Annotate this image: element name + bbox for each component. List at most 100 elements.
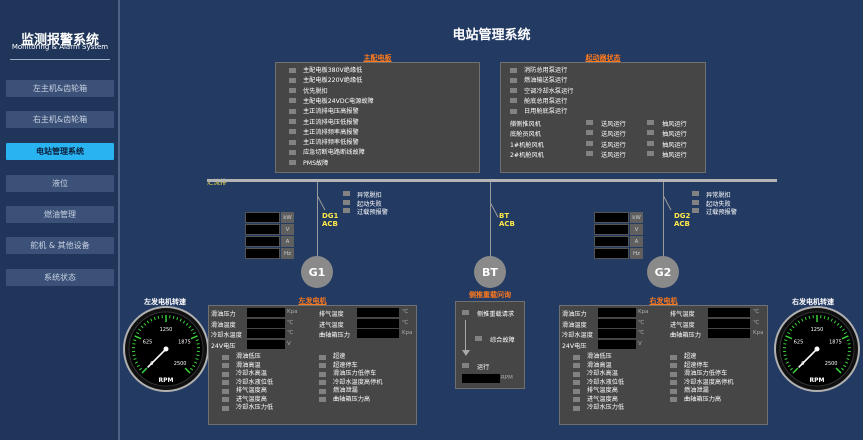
nav-item-left-engine[interactable]: 左主机&齿轮箱 — [6, 80, 114, 97]
gauge-tick — [153, 316, 156, 321]
main-board-alarm: PMS故障 — [289, 158, 328, 167]
status-indicator — [289, 98, 296, 104]
gen-alarm-label: 冷却水高温 — [236, 370, 267, 377]
gauge-tick — [835, 367, 842, 374]
dg2-breaker[interactable] — [663, 195, 672, 211]
gauge-tick — [133, 358, 137, 360]
analog-value-display — [708, 318, 750, 328]
gauge-tick — [784, 358, 788, 360]
bt-line — [490, 182, 491, 256]
gen-alarm: 冷却水压力低 — [222, 404, 273, 413]
analog-unit: Kpa — [287, 309, 298, 315]
nav-item-liquid-level[interactable]: 液位 — [6, 175, 114, 192]
gen-alarm: 滑油低压 — [573, 353, 624, 362]
gauge-tick — [146, 320, 150, 324]
gen-alarm-label: 冷却水压力低 — [236, 404, 274, 411]
main-board-alarm-label: 应急切断电路断线故障 — [303, 149, 365, 157]
starter-item: 舱底总用泵运行 — [510, 96, 567, 105]
starter-item: 日用舱底泵运行 — [510, 106, 567, 115]
gauge-tick — [190, 367, 194, 371]
g2-symbol[interactable]: G2 — [647, 256, 679, 288]
bow-panel: 侧推重载请求 综合故障 运行 RPM — [455, 301, 525, 389]
bt-breaker[interactable] — [490, 202, 499, 218]
starter-item-label: 舱底总用泵运行 — [524, 97, 568, 105]
gen-alarm-label: 超速 — [333, 353, 346, 360]
status-indicator — [573, 371, 580, 377]
nav-item-steering[interactable]: 舵机 & 其他设备 — [6, 237, 114, 254]
gauge-tick — [136, 331, 140, 335]
analog-value-display — [598, 308, 636, 317]
status-indicator — [647, 150, 654, 156]
nav-item-right-engine[interactable]: 右主机&齿轮箱 — [6, 111, 114, 128]
analog-unit: ℃ — [753, 319, 760, 326]
fan-exhaust-label: 抽风运行 — [662, 141, 687, 149]
gen-alarm: 冷却水液位低 — [573, 379, 624, 388]
gen-alarm: 滑油压力低停车 — [319, 370, 383, 379]
gauge-tick — [172, 315, 175, 319]
bow-fault: 综合故障 — [490, 337, 515, 344]
analog-value-display — [247, 318, 285, 328]
dg1-breaker[interactable] — [317, 195, 326, 211]
main-board-title: 主配电板 — [363, 54, 392, 62]
gauge-tick — [150, 318, 153, 322]
gauge-tick-label: 625 — [143, 339, 153, 345]
status-indicator — [647, 120, 654, 125]
gen-alarm: 排气温度高 — [573, 387, 624, 396]
nav-item-power-station[interactable]: 电站管理系统 — [6, 143, 114, 160]
nav-item-system-status[interactable]: 系统状态 — [6, 269, 114, 286]
sidebar: 监测报警系统 Monitoring & Alarm System 左主机&齿轮箱… — [0, 0, 120, 440]
gauge-tick — [157, 315, 160, 319]
gen-alarm: 曲轴箱压力高 — [319, 396, 383, 405]
gauge-tick — [141, 367, 148, 374]
analog-unit: V — [638, 340, 642, 347]
fan-supply-label: 送风运行 — [601, 141, 626, 149]
breaker-alarm-label: 过载预报警 — [357, 209, 388, 216]
analog-label: 24V电压 — [562, 342, 587, 350]
status-indicator — [647, 130, 654, 136]
gen-alarm: 进气温度高 — [573, 396, 624, 405]
status-indicator — [586, 120, 593, 125]
nav-item-fuel[interactable]: 燃油管理 — [6, 206, 114, 223]
gauge-tick — [193, 361, 198, 364]
gen-alarm-label: 超速停车 — [333, 361, 358, 369]
status-indicator — [319, 363, 326, 369]
status-indicator — [670, 388, 677, 394]
main-board-alarm: 应急切断电路断线故障 — [289, 147, 365, 156]
main-board-alarm: 主正流排频率低报警 — [289, 137, 359, 146]
gauge-tick — [789, 328, 793, 332]
gauge-tick — [830, 318, 833, 322]
gen-alarm: 超速停车 — [670, 362, 734, 371]
starter-item-label: 消防总用泵运行 — [524, 67, 568, 74]
analog-label: 曲轴箱压力 — [319, 332, 350, 339]
analog-label: 滑油压力 — [211, 311, 236, 318]
starter-item: 燃油输送泵运行 — [510, 75, 567, 84]
meter-unit: V — [281, 224, 294, 235]
analog-value-display — [357, 329, 399, 338]
right-rpm-gauge: 0625125018752500RPM — [774, 306, 860, 392]
gauge-needle — [147, 348, 167, 368]
gauge-tick — [143, 322, 147, 326]
status-indicator — [670, 380, 677, 386]
gauge-tick — [196, 354, 200, 357]
gen-alarm-label: 冷却水温度高停机 — [684, 378, 734, 386]
analog-value-display — [598, 329, 636, 338]
main-board-alarm: 主配电板24VDC电源故障 — [289, 96, 374, 105]
gen-alarm: 燃油泄漏 — [670, 387, 734, 396]
g1-symbol[interactable]: G1 — [301, 256, 333, 288]
gauge-tick — [179, 318, 182, 322]
gauge-tick — [841, 328, 845, 332]
gauge-tick-label: 2500 — [825, 361, 838, 367]
status-indicator — [586, 140, 593, 146]
bt-symbol[interactable]: BT — [474, 256, 506, 288]
gen-alarm-label: 冷却水液位低 — [587, 378, 625, 386]
meter-unit: A — [630, 236, 643, 247]
status-indicator — [343, 191, 350, 196]
breaker-alarm-label: 异常脱扣 — [357, 192, 382, 199]
status-indicator — [586, 150, 593, 156]
status-indicator — [670, 363, 677, 369]
gauge-unit: RPM — [810, 377, 825, 384]
status-indicator — [222, 405, 229, 411]
